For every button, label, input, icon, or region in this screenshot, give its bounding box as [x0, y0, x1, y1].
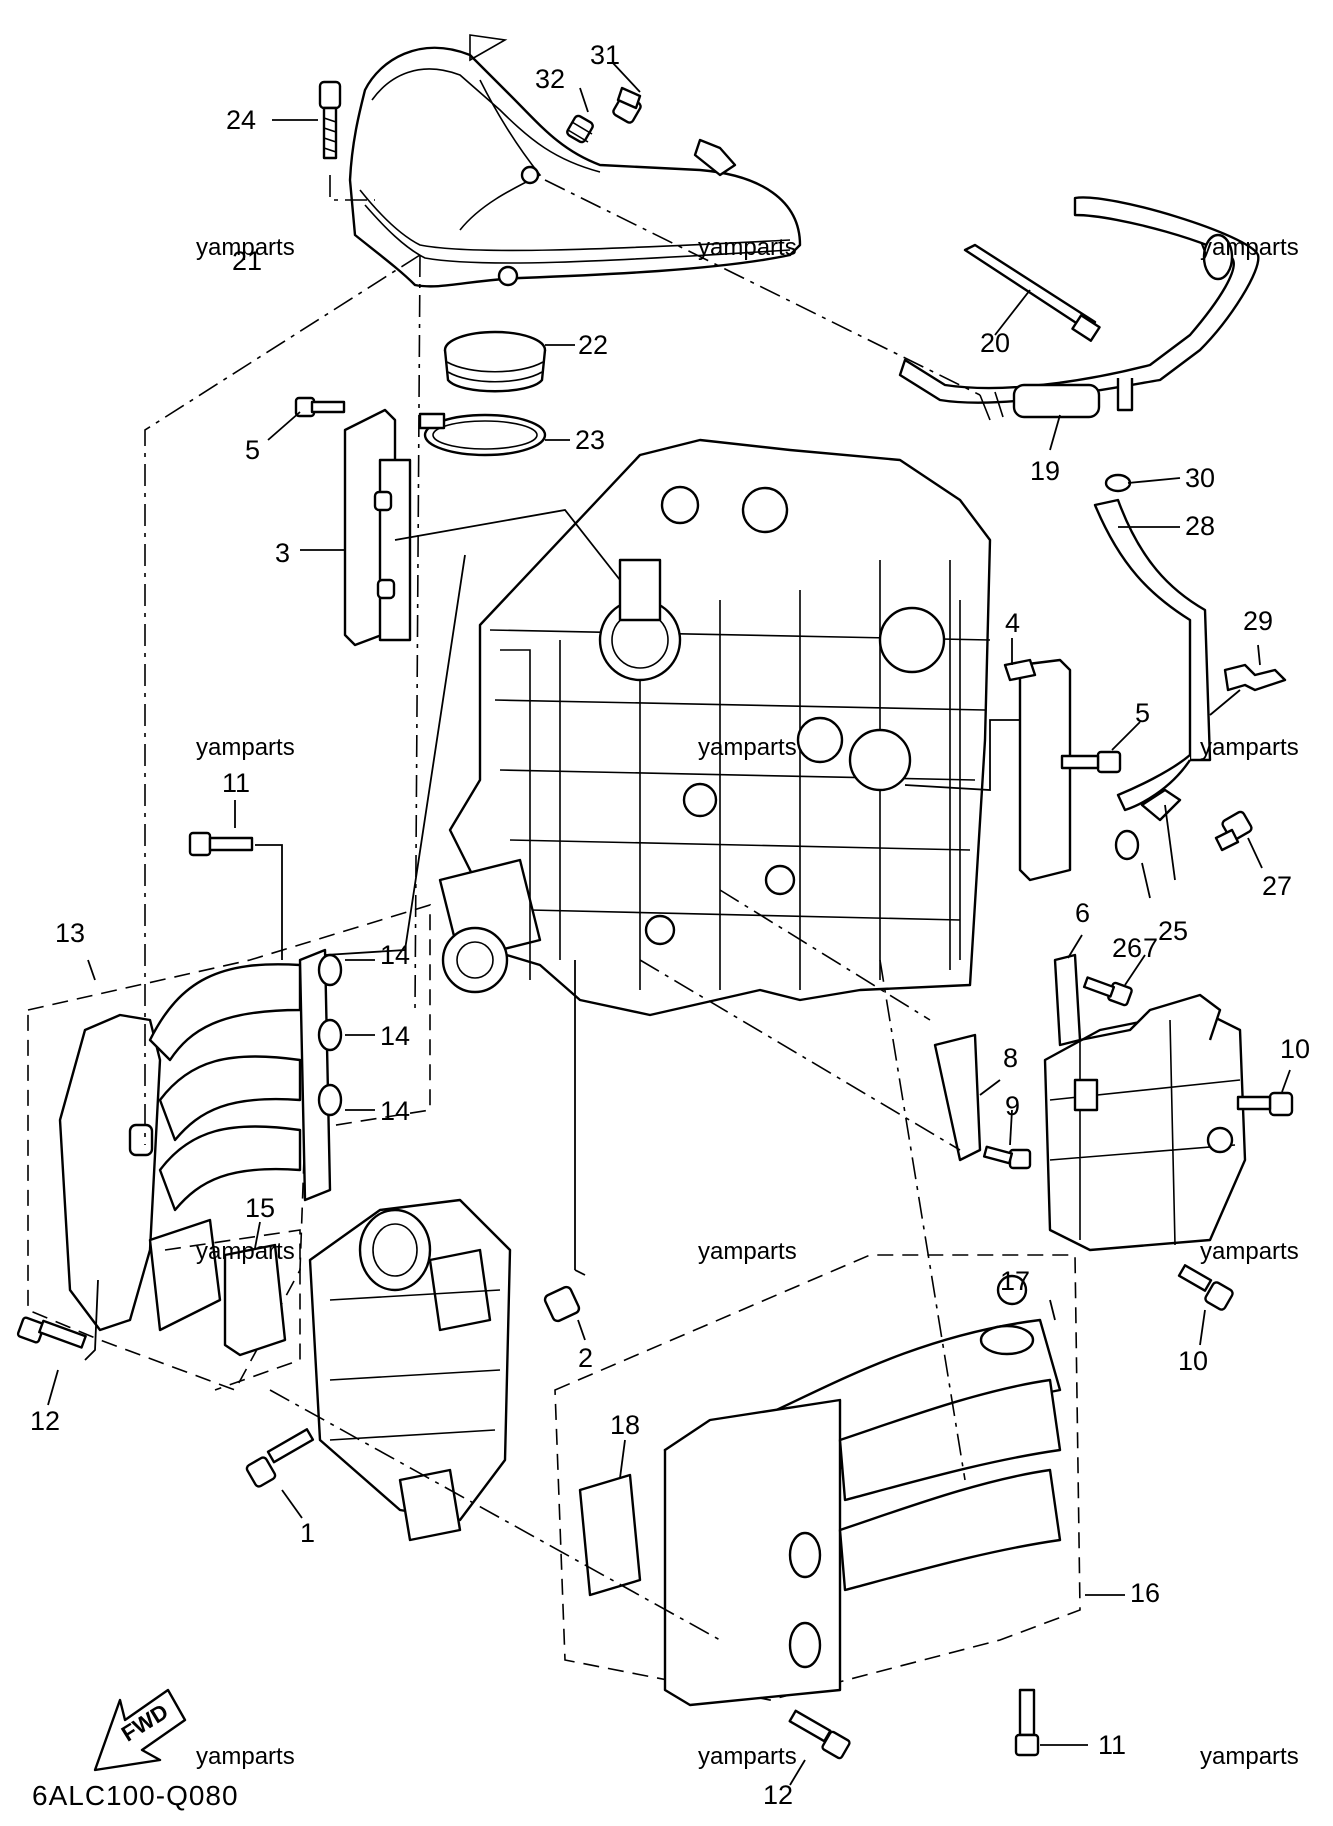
- screw-9: [982, 1109, 1032, 1170]
- pin-2: [543, 1285, 586, 1341]
- callout-8: 8: [1003, 1043, 1019, 1073]
- callout-13: 13: [55, 918, 86, 948]
- callout-27: 27: [1262, 871, 1293, 901]
- callout-15: 15: [245, 1193, 276, 1223]
- callout-31: 31: [590, 40, 621, 70]
- bracket-4: [904, 638, 1072, 882]
- callout-14-a: 14: [380, 940, 411, 970]
- callout-20: 20: [980, 328, 1011, 358]
- callout-9: 9: [1005, 1091, 1021, 1121]
- watermark: yamparts: [196, 734, 295, 761]
- screw-11-left: [188, 800, 283, 960]
- callout-16: 16: [1130, 1578, 1161, 1608]
- watermark: yamparts: [196, 1743, 295, 1770]
- callout-19: 19: [1030, 456, 1061, 486]
- hose-28-clip-30: [1093, 473, 1212, 812]
- callout-21: 21: [232, 246, 263, 276]
- watermark: yamparts: [1200, 1238, 1299, 1265]
- watermark: yamparts: [196, 234, 295, 261]
- intake-manifold-13: [27, 903, 431, 1391]
- watermark: yamparts: [1200, 734, 1299, 761]
- callout-6: 6: [1075, 898, 1091, 928]
- gasket-15: [164, 1221, 301, 1391]
- screw-7: [1082, 954, 1146, 1007]
- watermark: yamparts: [196, 1238, 295, 1265]
- watermark: yamparts: [698, 234, 797, 261]
- callout-28: 28: [1185, 511, 1216, 541]
- clamp-23: [418, 412, 570, 457]
- plate-8: [933, 1033, 1001, 1162]
- watermark: yamparts: [1200, 234, 1299, 261]
- callout-10-lower: 10: [1178, 1346, 1209, 1376]
- callout-5-left: 5: [245, 435, 261, 465]
- callout-10-upper: 10: [1280, 1034, 1311, 1064]
- callout-29: 29: [1243, 606, 1274, 636]
- callout-7: 7: [1143, 933, 1159, 963]
- fwd-arrow: [93, 1688, 187, 1772]
- gasket-plate: [298, 554, 466, 1202]
- intake-silencer-16: [554, 1254, 1125, 1707]
- grommet-22: [443, 330, 575, 393]
- fitting-31-32: [566, 61, 642, 144]
- intake-silencer-21: [348, 34, 802, 288]
- callout-32: 32: [535, 64, 566, 94]
- callout-4: 4: [1005, 608, 1021, 638]
- screw-11-bottom: [1014, 1688, 1088, 1757]
- screw-24: [272, 80, 342, 160]
- callout-30: 30: [1185, 463, 1216, 493]
- tie-strap-20: [963, 243, 1101, 342]
- callout-1: 1: [300, 1518, 316, 1548]
- throttle-body: [308, 960, 586, 1542]
- fitting-25-26-27: [1114, 788, 1263, 899]
- watermark: yamparts: [698, 734, 797, 761]
- breather-hose-19: [898, 196, 1260, 451]
- fuel-pump-unit: [1043, 993, 1247, 1252]
- callout-3: 3: [275, 538, 291, 568]
- callout-12-bottom: 12: [763, 1780, 794, 1810]
- callout-5-right: 5: [1135, 698, 1151, 728]
- screw-10-upper: [1236, 1069, 1294, 1117]
- bracket-3: [300, 408, 621, 647]
- callout-18: 18: [610, 1410, 641, 1440]
- engine-block: [438, 438, 992, 1017]
- callout-11-left: 11: [222, 768, 251, 798]
- screw-12-left: [16, 1279, 99, 1406]
- watermark: yamparts: [698, 1238, 797, 1265]
- callout-14-c: 14: [380, 1096, 411, 1126]
- screw-1: [245, 1428, 315, 1519]
- screw-5-right: [1060, 721, 1141, 774]
- callout-22: 22: [578, 330, 609, 360]
- screw-12-bottom: [788, 1709, 851, 1786]
- clip-29: [1209, 644, 1287, 716]
- diagram-code: 6ALC100-Q080: [32, 1780, 239, 1811]
- callout-11-bottom: 11: [1098, 1730, 1127, 1760]
- guide-lines: [144, 175, 981, 1641]
- bracket-6: [1053, 934, 1083, 1047]
- gasket-18: [578, 1439, 642, 1597]
- screw-5-left: [267, 396, 346, 441]
- callout-23: 23: [575, 425, 606, 455]
- watermark: yamparts: [698, 1743, 797, 1770]
- callout-17: 17: [1000, 1266, 1031, 1296]
- callout-14-b: 14: [380, 1021, 411, 1051]
- callout-24: 24: [226, 105, 257, 135]
- callout-25: 25: [1158, 916, 1189, 946]
- callout-12-left: 12: [30, 1406, 61, 1436]
- callout-2: 2: [578, 1343, 594, 1373]
- watermark: yamparts: [1200, 1743, 1299, 1770]
- screw-10-lower: [1177, 1264, 1234, 1346]
- callout-26: 26: [1112, 933, 1143, 963]
